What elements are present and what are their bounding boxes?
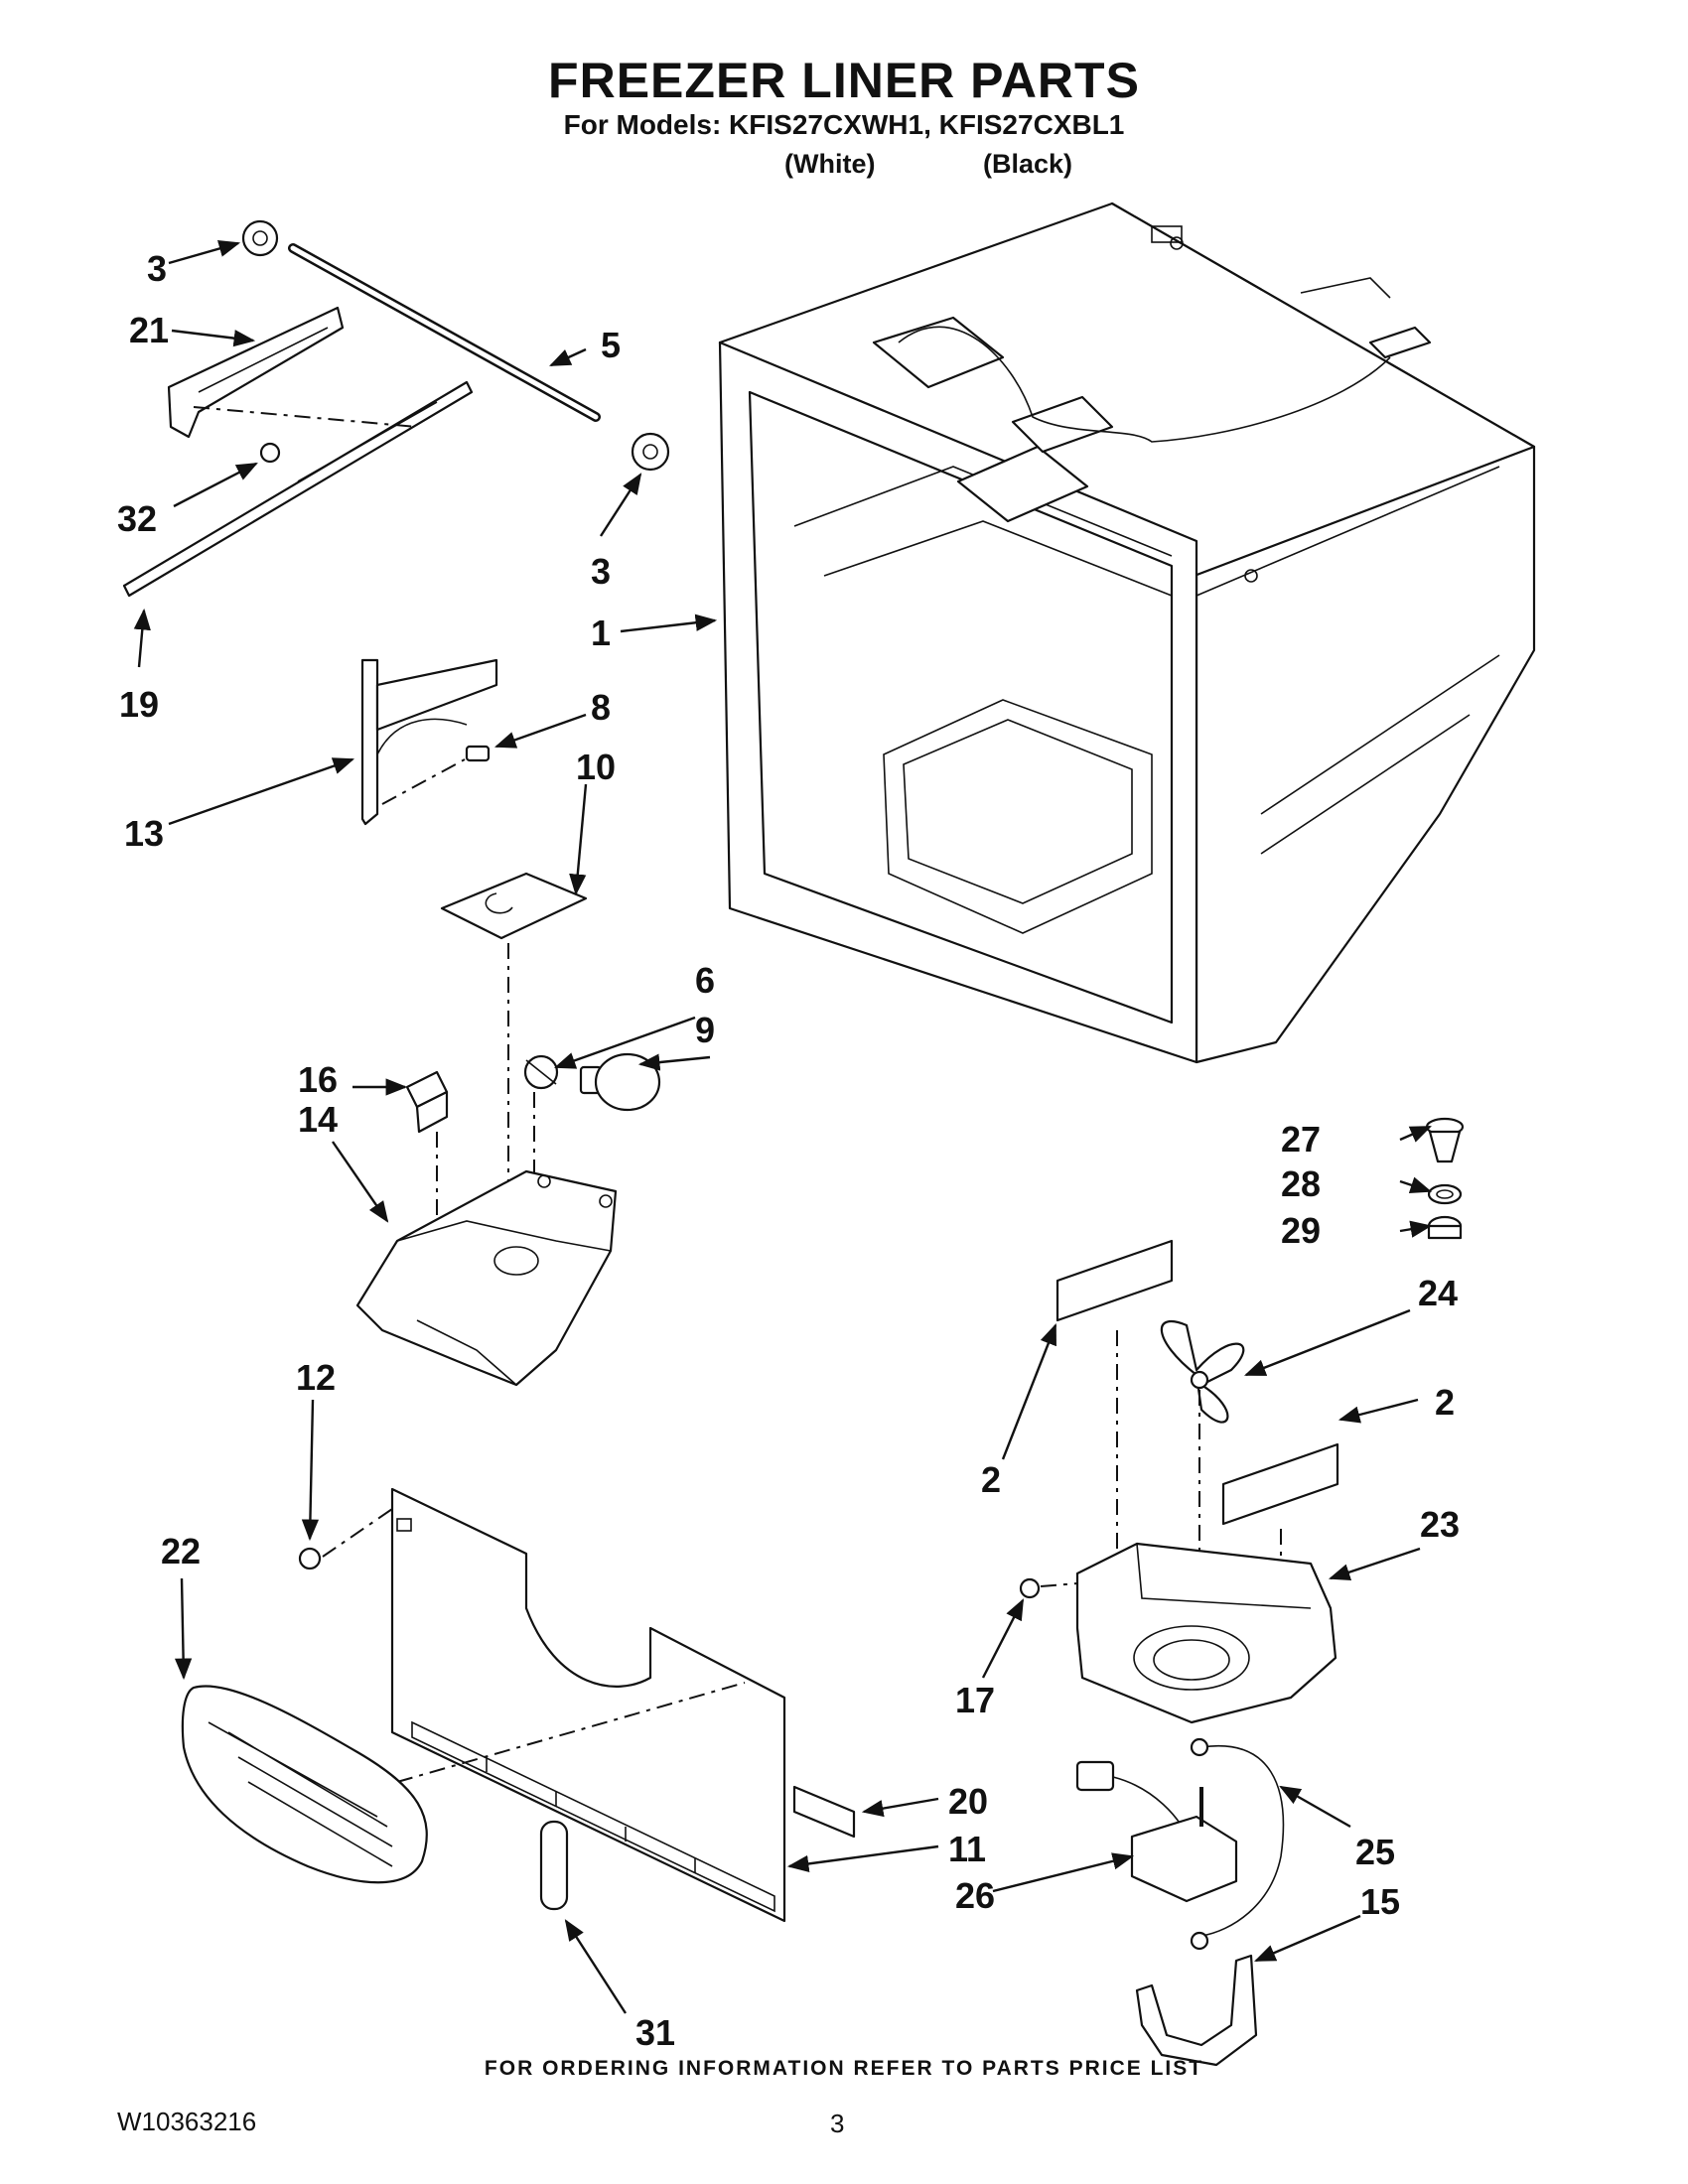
callout-19: 19	[119, 684, 159, 725]
ordering-note: FOR ORDERING INFORMATION REFER TO PARTS …	[484, 2057, 1204, 2080]
shaft	[288, 243, 601, 422]
foam-block-upper	[1055, 1239, 1174, 1322]
callout-8: 8	[591, 687, 611, 728]
callout-14: 14	[298, 1099, 338, 1140]
callout-32: 32	[117, 498, 157, 539]
callout-12: 12	[296, 1357, 336, 1398]
callout-16: 16	[298, 1059, 338, 1100]
variant-black-label: (Black)	[983, 149, 1073, 179]
freezer-liner	[718, 202, 1536, 1064]
fan-motor	[1130, 1787, 1238, 1903]
gear-bottom	[631, 432, 670, 472]
callout-11: 11	[948, 1829, 986, 1869]
slide-rail	[122, 380, 474, 598]
foam-seal	[792, 1785, 856, 1839]
fan-housing	[1075, 1542, 1337, 1724]
wire-harness	[1075, 1737, 1285, 1937]
rear-panel	[390, 1487, 786, 1923]
page-number: 3	[830, 2109, 845, 2138]
callout-10: 10	[576, 747, 616, 787]
callout-6: 6	[695, 960, 715, 1001]
drain-grommet	[1425, 1117, 1465, 1163]
callout-2-right: 2	[1435, 1382, 1455, 1423]
callout-5: 5	[601, 325, 621, 365]
page-title: FREEZER LINER PARTS	[548, 53, 1140, 108]
foam-block-lower	[1221, 1442, 1339, 1526]
callout-13: 13	[124, 813, 164, 854]
callout-28: 28	[1281, 1163, 1321, 1204]
housing-screw	[1019, 1577, 1041, 1599]
gear-top	[241, 219, 279, 257]
callout-1: 1	[591, 613, 611, 653]
callout-25: 25	[1355, 1832, 1395, 1872]
harness-clip	[539, 1820, 569, 1911]
callout-20: 20	[948, 1781, 988, 1822]
fan-blade	[1160, 1319, 1245, 1424]
callout-3-top: 3	[147, 248, 167, 289]
callout-15: 15	[1360, 1881, 1400, 1922]
bracket-screw	[259, 442, 281, 464]
callout-29: 29	[1281, 1210, 1321, 1251]
callout-3-bottom: 3	[591, 551, 611, 592]
air-grille	[181, 1685, 428, 1884]
document-number: W10363216	[117, 2107, 257, 2136]
panel-screw	[298, 1547, 322, 1570]
lamp-socket	[523, 1054, 559, 1090]
callout-22: 22	[161, 1531, 201, 1571]
slide-bracket	[167, 306, 345, 439]
grommet-ring	[1427, 1183, 1463, 1205]
callout-23: 23	[1420, 1504, 1460, 1545]
callout-21: 21	[129, 310, 169, 350]
callout-26: 26	[955, 1875, 995, 1916]
grommet-washer	[1427, 1215, 1463, 1240]
side-bracket-screw	[465, 745, 491, 762]
callout-27: 27	[1281, 1119, 1321, 1160]
motor-bracket	[1135, 1931, 1258, 2067]
light-housing	[355, 1169, 618, 1387]
callout-2-left: 2	[981, 1459, 1001, 1500]
callout-31: 31	[635, 2012, 675, 2053]
leader-lines	[133, 240, 1433, 2014]
callout-24: 24	[1418, 1273, 1458, 1313]
variant-white-label: (White)	[784, 149, 876, 179]
callout-17: 17	[955, 1680, 995, 1720]
light-switch	[405, 1070, 449, 1134]
callout-9: 9	[695, 1010, 715, 1050]
light-label	[440, 872, 588, 940]
side-bracket	[360, 658, 498, 826]
models-line: For Models: KFIS27CXWH1, KFIS27CXBL1	[563, 109, 1125, 140]
